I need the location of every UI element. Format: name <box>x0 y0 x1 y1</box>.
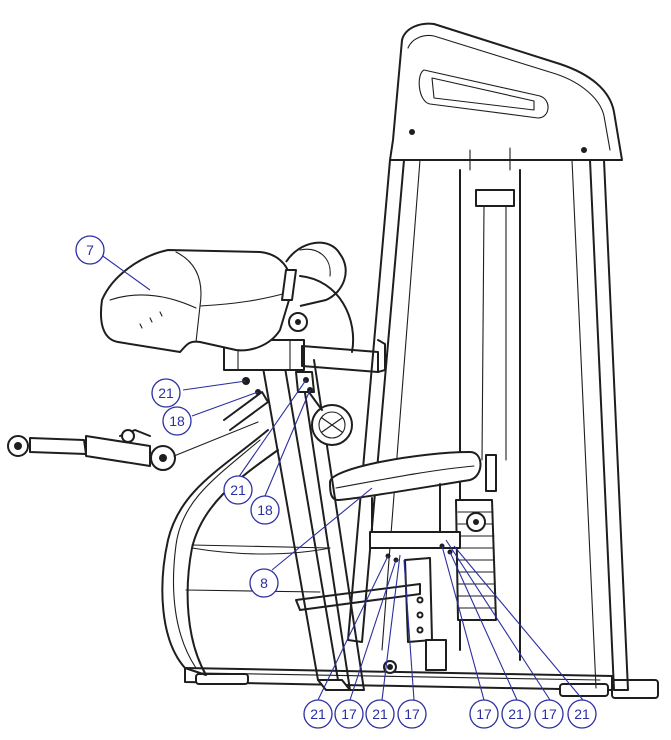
callout-17: 17 <box>397 699 427 729</box>
callout-label: 21 <box>508 706 524 722</box>
callout-label: 17 <box>476 706 492 722</box>
callout-21: 21 <box>567 699 597 729</box>
callout-label: 21 <box>574 706 590 722</box>
callout-17: 17 <box>334 699 364 729</box>
callout-17: 17 <box>534 699 564 729</box>
callout-21: 21 <box>365 699 395 729</box>
callout-21: 21 <box>501 699 531 729</box>
callout-label: 21 <box>372 706 388 722</box>
callout-label: 17 <box>341 706 357 722</box>
bicep-curl-machine-drawing <box>7 22 659 699</box>
callout-label: 21 <box>158 385 174 401</box>
callout-label: 8 <box>260 575 268 591</box>
callout-label: 7 <box>86 242 94 258</box>
callout-21: 21 <box>303 699 333 729</box>
callout-7: 7 <box>75 235 105 265</box>
weight-stack-tower <box>347 22 629 691</box>
arm-pad <box>100 241 355 353</box>
base-frame <box>184 660 659 699</box>
front-loop-frame <box>161 429 331 676</box>
cam-pulley <box>295 371 353 446</box>
callout-label: 21 <box>230 482 246 498</box>
callout-label: 17 <box>404 706 420 722</box>
callout-18: 18 <box>250 495 280 525</box>
callout-label: 18 <box>169 413 185 429</box>
callout-18: 18 <box>162 406 192 436</box>
callout-21: 21 <box>223 475 253 505</box>
seat-assembly <box>295 451 482 671</box>
curl-handle-bar <box>7 391 269 471</box>
leader-lines <box>99 253 584 701</box>
callout-8: 8 <box>249 568 279 598</box>
callout-label: 21 <box>310 706 326 722</box>
callout-label: 18 <box>257 502 273 518</box>
callout-21: 21 <box>151 378 181 408</box>
callout-17: 17 <box>469 699 499 729</box>
callout-label: 17 <box>541 706 557 722</box>
